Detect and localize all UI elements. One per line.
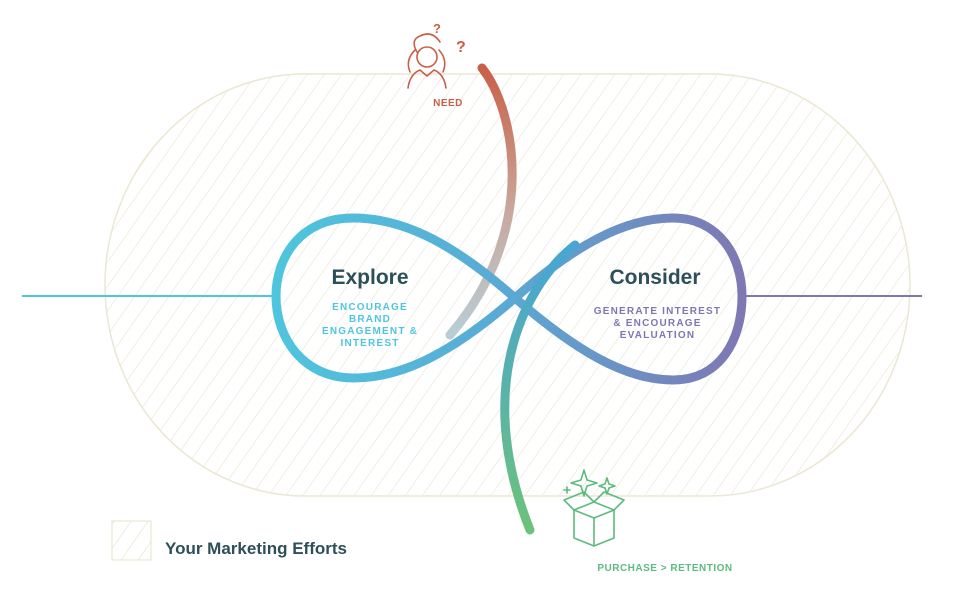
explore-subtitle-line: BRAND — [348, 314, 392, 325]
consider-title: Consider — [609, 266, 701, 289]
legend-label: Your Marketing Efforts — [165, 539, 347, 558]
consider-subtitle-line: GENERATE INTEREST — [593, 306, 722, 317]
hatched-swatch-icon — [111, 520, 152, 561]
purchase-label: PURCHASE > RETENTION — [597, 563, 733, 574]
svg-text:?: ? — [456, 39, 466, 56]
explore-subtitle-line: INTEREST — [340, 338, 400, 349]
svg-text:?: ? — [433, 21, 441, 36]
marketing-efforts-area — [104, 73, 911, 497]
consider-subtitle-line: EVALUATION — [619, 330, 696, 341]
explore-title: Explore — [331, 266, 409, 289]
need-arc — [445, 63, 517, 340]
gift-box-icon — [563, 469, 625, 547]
infinity-loop — [271, 213, 747, 385]
purchase-arc — [500, 240, 580, 535]
explore-subtitle-line: ENGAGEMENT & — [321, 326, 419, 337]
explore-subtitle-line: ENCOURAGE — [332, 302, 408, 313]
need-label: NEED — [433, 98, 463, 109]
consider-subtitle: GENERATE INTEREST & ENCOURAGE EVALUATION — [585, 306, 730, 342]
person-question-icon: ? ? — [407, 21, 466, 89]
explore-subtitle: ENCOURAGE BRAND ENGAGEMENT & INTEREST — [305, 302, 435, 350]
consider-subtitle-line: & ENCOURAGE — [613, 318, 702, 329]
